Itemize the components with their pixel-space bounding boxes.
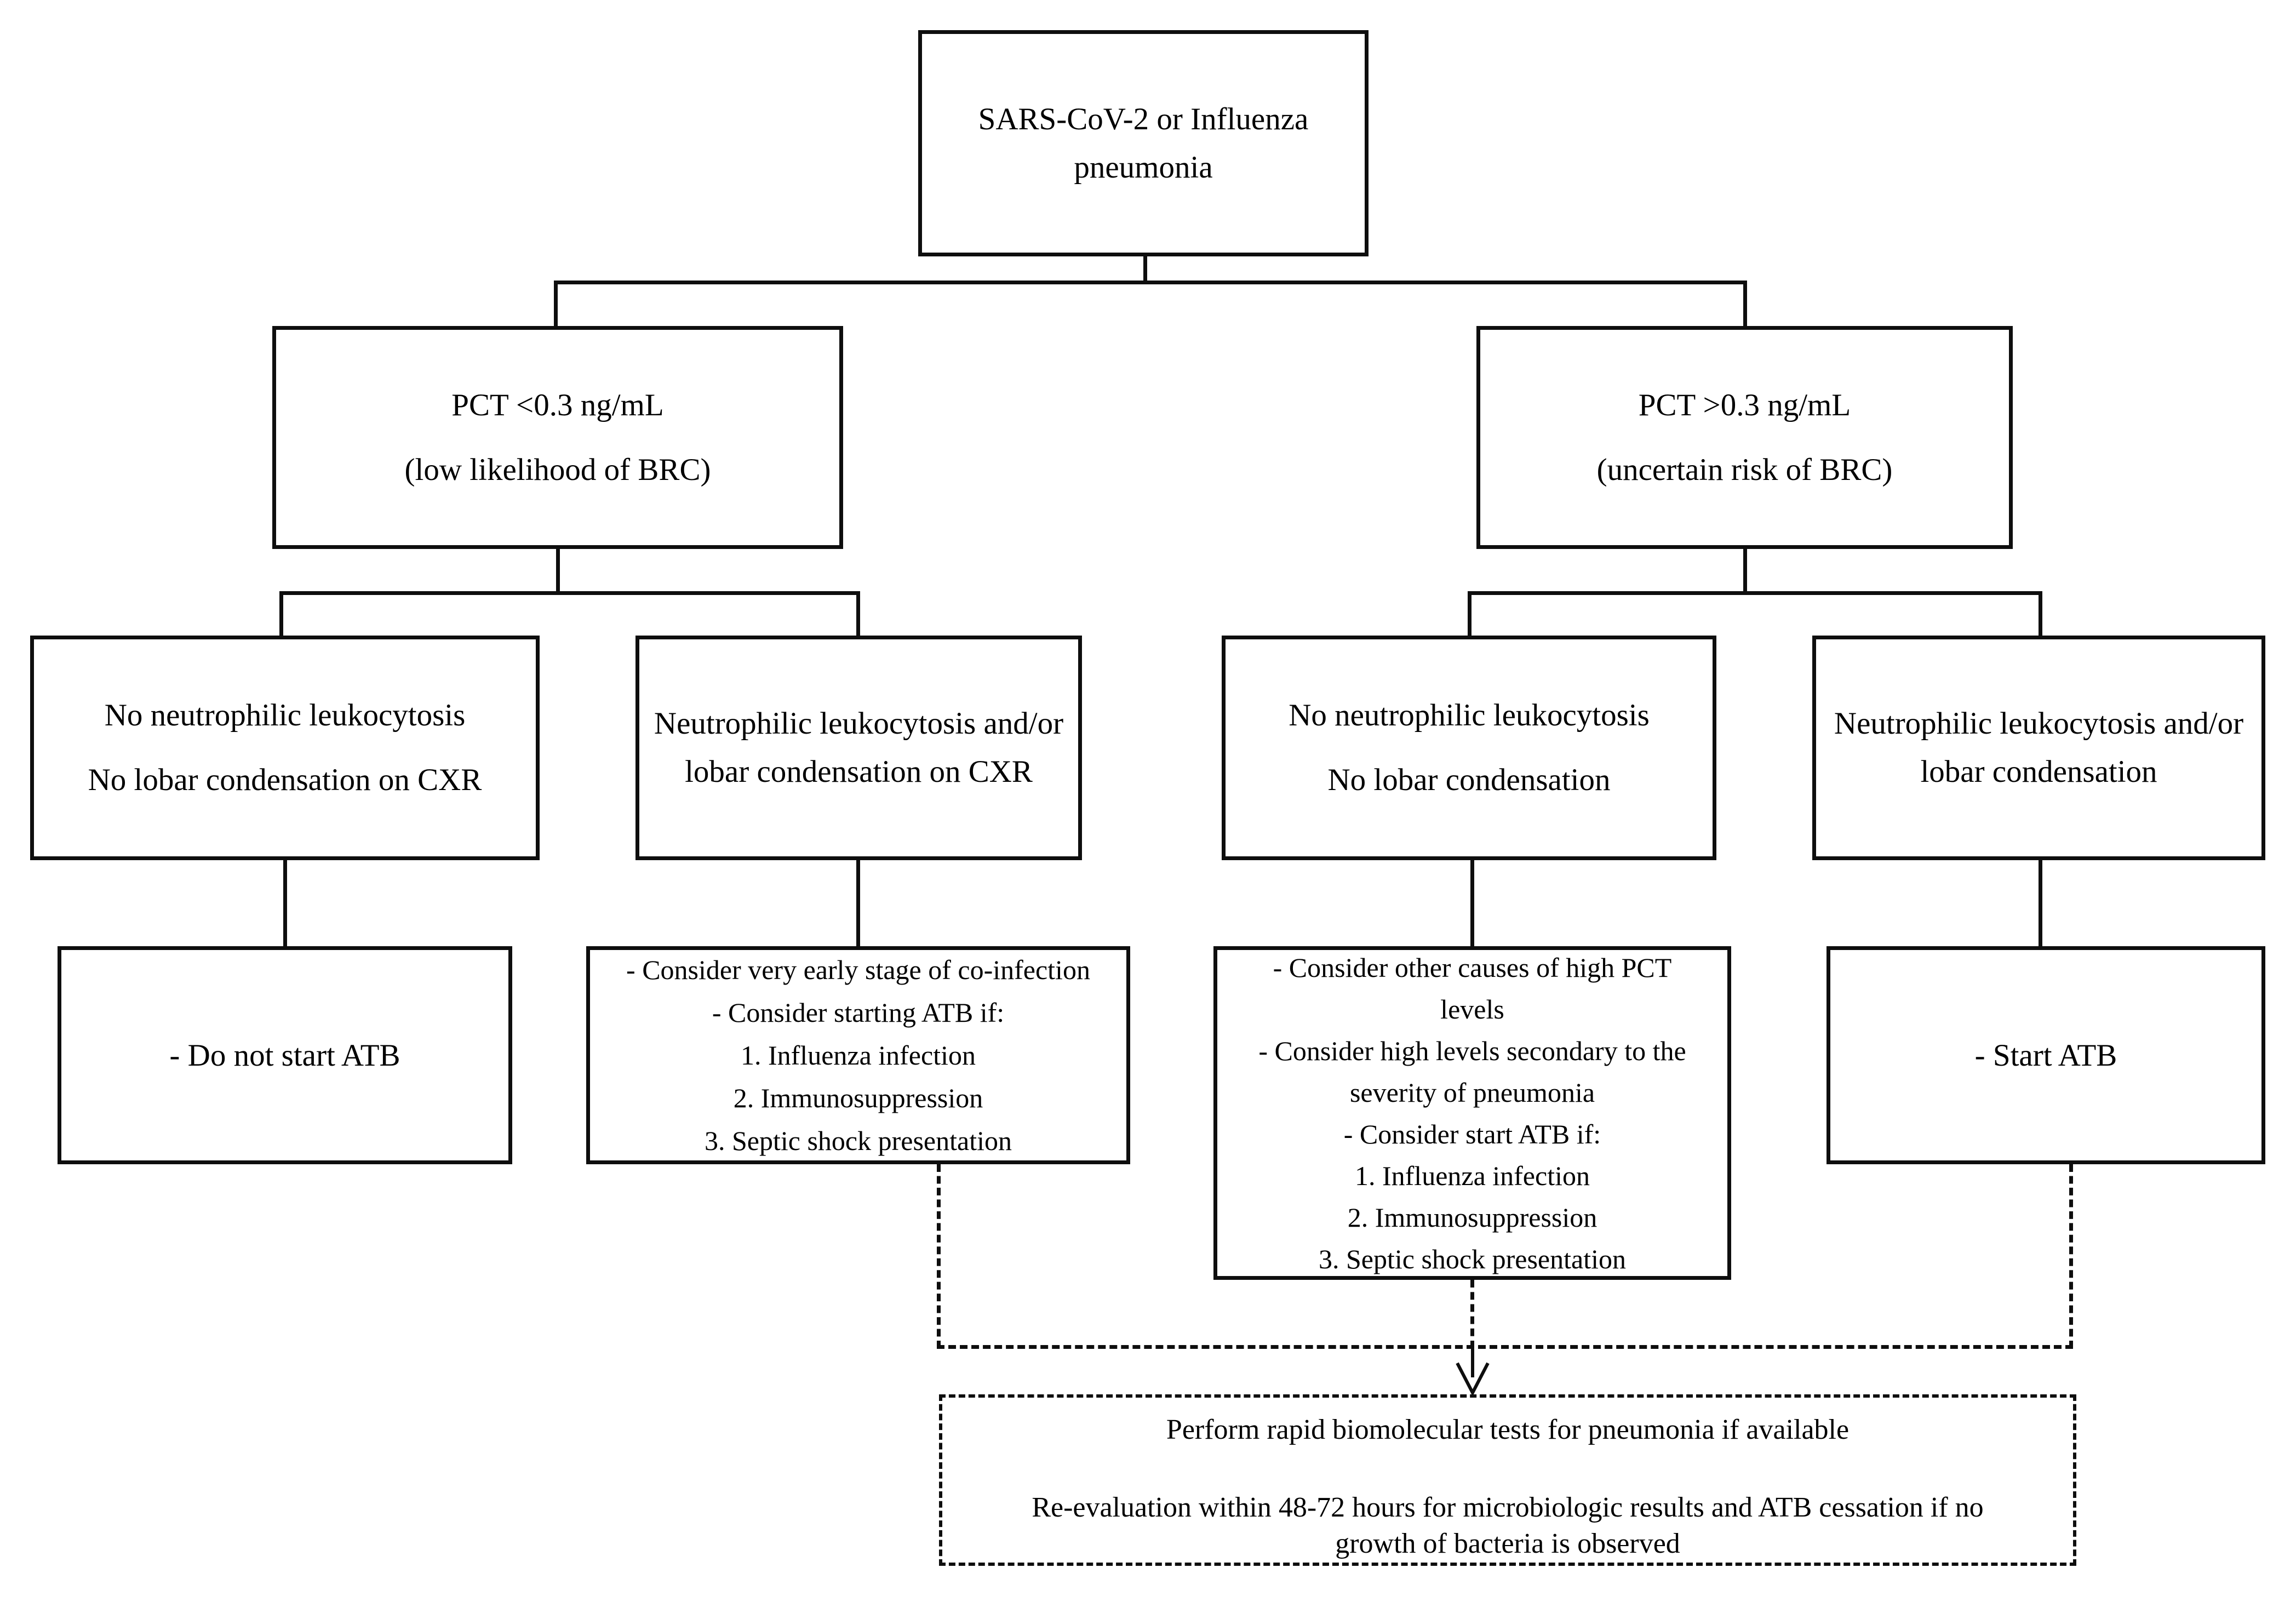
- text-line: lobar condensation on CXR: [685, 754, 1033, 789]
- node-start-atb: - Start ATB: [1827, 946, 2265, 1164]
- connector-pct-high-stem: [1743, 548, 1747, 595]
- text-line: (low likelihood of BRC): [404, 452, 711, 487]
- connector-right-crossbar: [1468, 591, 2042, 595]
- text-line: pneumonia: [1074, 150, 1213, 185]
- text-line: 1. Influenza infection: [741, 1040, 976, 1071]
- connector-root-stem: [1143, 254, 1147, 284]
- node-leukocytosis-or-condensation-cxr: Neutrophilic leukocytosis and/or lobar c…: [635, 636, 1082, 860]
- connector-to-start-atb: [2039, 858, 2042, 950]
- dashed-crossbar: [937, 1345, 2073, 1349]
- text-line: growth of bacteria is observed: [1335, 1528, 1680, 1559]
- connector-to-do-not-start-atb: [283, 858, 287, 950]
- text-line: - Start ATB: [1974, 1038, 2117, 1073]
- text-line: - Consider starting ATB if:: [712, 997, 1005, 1028]
- text-line: No neutrophilic leukocytosis: [104, 698, 466, 733]
- connector-pct-low-stem: [556, 548, 560, 595]
- node-do-not-start-atb: - Do not start ATB: [58, 946, 512, 1164]
- text-line: Neutrophilic leukocytosis and/or: [1834, 706, 2244, 741]
- connector-drop-pct-low: [554, 281, 558, 330]
- text-line: - Consider start ATB if:: [1343, 1118, 1601, 1149]
- node-consider-starting-atb: - Consider very early stage of co-infect…: [586, 946, 1130, 1164]
- text-line: Neutrophilic leukocytosis and/or: [654, 706, 1064, 741]
- text-line: - Consider very early stage of co-infect…: [626, 954, 1090, 985]
- node-no-leukocytosis-no-condensation: No neutrophilic leukocytosis No lobar co…: [1222, 636, 1716, 860]
- text-line: Perform rapid biomolecular tests for pne…: [1166, 1414, 1850, 1445]
- text-line: Re-evaluation within 48-72 hours for mic…: [1032, 1492, 1984, 1523]
- node-sars-influenza-pneumonia: SARS-CoV-2 or Influenza pneumonia: [918, 30, 1369, 256]
- node-leukocytosis-or-condensation: Neutrophilic leukocytosis and/or lobar c…: [1812, 636, 2265, 860]
- connector-drop-no-leuko-cxr: [279, 591, 283, 639]
- text-line: 1. Influenza infection: [1355, 1160, 1590, 1191]
- connector-drop-leuko-cxr: [856, 591, 860, 639]
- text-line: levels: [1440, 993, 1504, 1025]
- text-line: severity of pneumonia: [1349, 1077, 1595, 1108]
- node-no-leukocytosis-no-condensation-cxr: No neutrophilic leukocytosis No lobar co…: [30, 636, 540, 860]
- dashed-connector-from-high-pct: [1470, 1280, 1474, 1348]
- text-line: - Do not start ATB: [169, 1038, 400, 1073]
- down-arrow-icon: [1456, 1349, 1490, 1395]
- connector-left-crossbar: [279, 591, 860, 595]
- text-line: lobar condensation: [1920, 754, 2157, 789]
- connector-to-high-pct: [1470, 858, 1474, 950]
- text-line: 3. Septic shock presentation: [705, 1125, 1012, 1156]
- text-line: - Consider high levels secondary to the: [1258, 1035, 1686, 1066]
- dashed-connector-from-start-atb: [2069, 1164, 2073, 1348]
- text-line: PCT <0.3 ng/mL: [451, 387, 664, 422]
- text-line: No neutrophilic leukocytosis: [1289, 698, 1650, 733]
- connector-drop-leuko: [2039, 591, 2042, 639]
- node-followup-tests: Perform rapid biomolecular tests for pne…: [939, 1394, 2076, 1566]
- dashed-connector-from-consider-atb: [937, 1164, 941, 1348]
- connector-to-consider-atb: [856, 858, 860, 950]
- text-line: 2. Immunosuppression: [733, 1083, 983, 1113]
- text-line: - Consider other causes of high PCT: [1273, 952, 1672, 983]
- text-line: PCT >0.3 ng/mL: [1638, 387, 1851, 422]
- node-pct-high: PCT >0.3 ng/mL (uncertain risk of BRC): [1476, 326, 2013, 549]
- text-line: 2. Immunosuppression: [1347, 1202, 1598, 1233]
- node-pct-low: PCT <0.3 ng/mL (low likelihood of BRC): [272, 326, 843, 549]
- connector-drop-no-leuko: [1468, 591, 1471, 639]
- text-line: No lobar condensation: [1327, 763, 1611, 797]
- text-line: (uncertain risk of BRC): [1596, 452, 1893, 487]
- text-line: SARS-CoV-2 or Influenza: [978, 101, 1309, 136]
- node-high-pct-considerations: - Consider other causes of high PCT leve…: [1213, 946, 1731, 1280]
- text-line: No lobar condensation on CXR: [88, 763, 482, 797]
- connector-level2-crossbar: [554, 281, 1747, 284]
- text-line: 3. Septic shock presentation: [1319, 1243, 1626, 1274]
- connector-drop-pct-high: [1743, 281, 1747, 330]
